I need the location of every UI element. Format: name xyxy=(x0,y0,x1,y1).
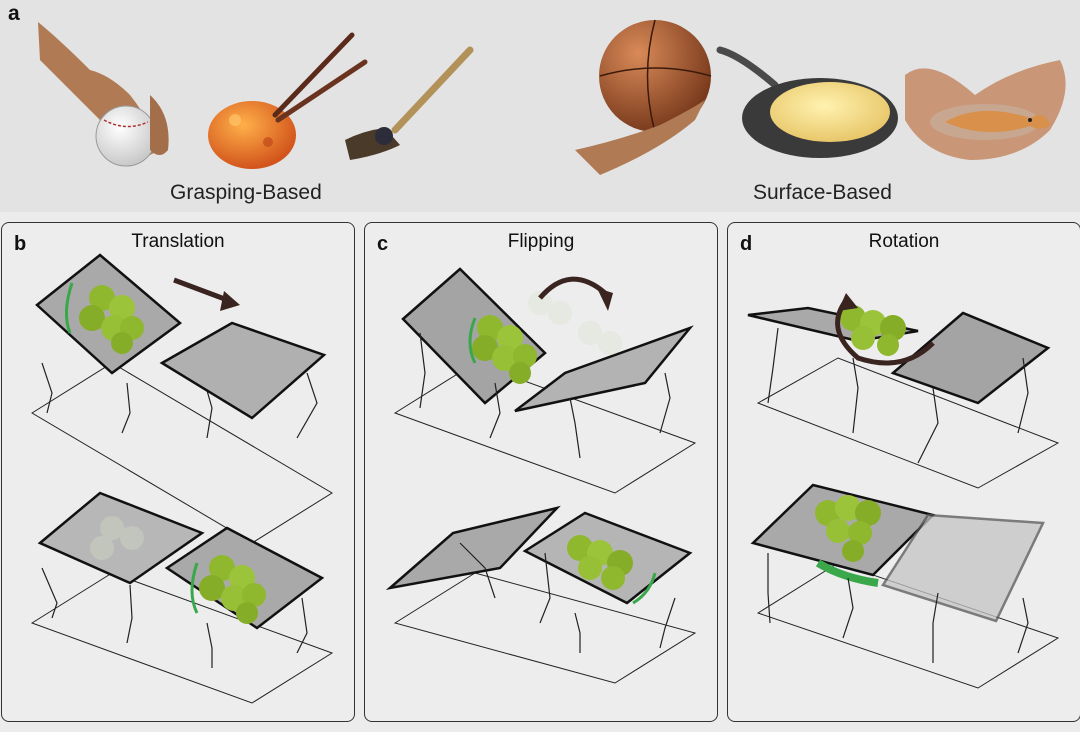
panel-c-letter: c xyxy=(377,233,389,255)
fried-food-icon xyxy=(208,32,368,169)
spatula-icon xyxy=(716,46,898,158)
panel-c-diagram xyxy=(385,267,697,684)
panel-c: c Flipping xyxy=(364,222,718,722)
surface-based-label: Surface-Based xyxy=(753,181,892,204)
panel-b: b Translation xyxy=(1,222,355,722)
grapes-bottom-c xyxy=(567,535,633,590)
panel-d: d Rotation xyxy=(727,222,1080,722)
panel-b-diagram xyxy=(30,253,334,704)
grapes-top-b xyxy=(79,285,144,354)
panel-a-illustrations xyxy=(38,19,1066,175)
panel-d-title: Rotation xyxy=(868,231,940,252)
grapes-bottom-d xyxy=(815,495,881,562)
baseball-hand-icon xyxy=(38,22,169,167)
grapes-top-d xyxy=(840,305,906,356)
panel-c-title: Flipping xyxy=(507,231,575,252)
grapes-bottom-b xyxy=(199,555,266,624)
basketball-hand-icon xyxy=(575,19,712,175)
panel-d-diagram xyxy=(747,293,1060,689)
grasping-based-label: Grasping-Based xyxy=(170,181,322,204)
panel-a-letter: a xyxy=(8,2,20,25)
gripper-tool-icon xyxy=(345,46,474,160)
panel-b-title: Translation xyxy=(131,231,225,252)
panel-d-letter: d xyxy=(740,233,753,255)
fish-hands-icon xyxy=(905,60,1066,160)
grapes-top-c xyxy=(472,315,537,384)
panel-a: a xyxy=(0,0,1080,212)
panel-b-letter: b xyxy=(14,233,27,255)
